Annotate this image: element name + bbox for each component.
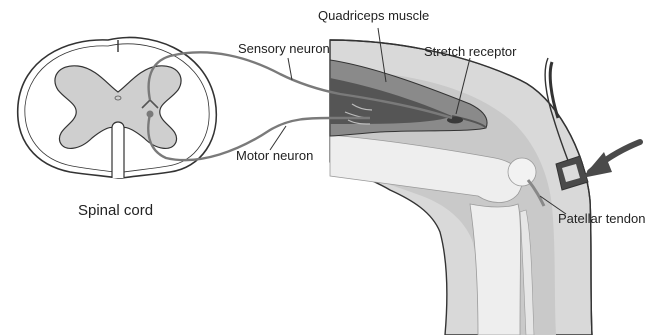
leader-sensory — [288, 58, 292, 80]
label-spinal-cord: Spinal cord — [78, 202, 153, 219]
label-sensory-neuron: Sensory neuron — [238, 41, 330, 56]
central-canal-and-fissure — [112, 122, 124, 178]
label-quadriceps: Quadriceps muscle — [318, 8, 429, 23]
tibia-bone — [470, 204, 521, 335]
spinal-cord-section — [18, 38, 217, 179]
label-motor-neuron: Motor neuron — [236, 148, 313, 163]
patella-bone — [508, 158, 536, 186]
label-stretch-receptor: Stretch receptor — [424, 44, 517, 59]
label-patellar-tendon: Patellar tendon — [558, 211, 645, 226]
